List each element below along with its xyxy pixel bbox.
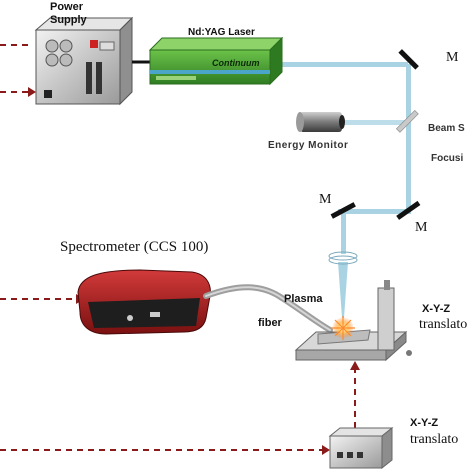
arrow-head xyxy=(322,445,330,455)
beam-splitter xyxy=(395,109,419,133)
xyz-controller-label: X-Y-Z xyxy=(410,417,439,429)
laser-label: Nd:YAG Laser xyxy=(188,27,255,38)
nd-yag-laser xyxy=(148,36,284,86)
laser-beam xyxy=(268,62,411,318)
mirror-left xyxy=(330,202,356,219)
power-supply xyxy=(34,16,134,106)
arrow-head xyxy=(28,87,36,97)
mirror-top xyxy=(398,49,419,70)
mirror-left-label: M xyxy=(319,192,332,207)
xyz-controller xyxy=(328,426,394,470)
mirror-right-label: M xyxy=(415,220,428,235)
mirror-right xyxy=(396,200,421,220)
beam-splitter-label: Beam S xyxy=(428,123,465,134)
laser-brand-label: Continuum xyxy=(212,58,260,68)
power-supply-label: Supply xyxy=(50,14,87,26)
xyz-controller-label: translato xyxy=(410,432,459,447)
energy-monitor xyxy=(296,112,345,132)
xyz-stage-label: translato xyxy=(419,317,468,332)
focusing-label: Focusi xyxy=(431,153,464,164)
focusing-lens xyxy=(328,251,358,265)
fiber-label: fiber xyxy=(258,317,282,329)
signal-lines xyxy=(0,44,356,451)
spectrometer-label: Spectrometer (CCS 100) xyxy=(60,239,209,255)
power-supply-label: Power xyxy=(50,1,84,13)
xyz-stage-label: X-Y-Z xyxy=(422,303,451,315)
energy-monitor-label: Energy Monitor xyxy=(268,140,349,151)
arrow-head xyxy=(350,361,360,370)
xyz-stage xyxy=(294,280,412,362)
plasma-label: Plasma xyxy=(284,293,323,305)
mirror-top-label: M xyxy=(446,50,459,65)
spectrometer xyxy=(77,269,211,335)
